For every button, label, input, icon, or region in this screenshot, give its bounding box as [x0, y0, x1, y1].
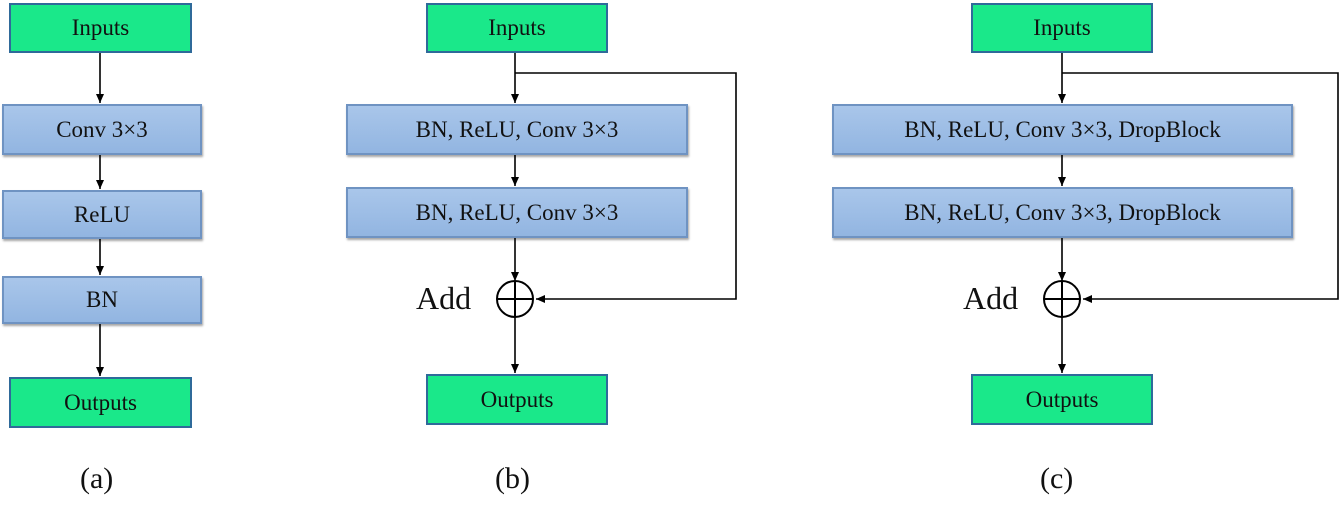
outputs-box-a: Outputs [9, 377, 192, 428]
add-label-b: Add [416, 280, 472, 316]
panel-c-arrows [1043, 53, 1339, 373]
bn-block-a: BN [2, 276, 202, 324]
block1-c: BN, ReLU, Conv 3×3, DropBlock [832, 104, 1293, 155]
outputs-box-b: Outputs [426, 374, 608, 425]
inputs-box-b: Inputs [426, 3, 608, 53]
relu-block-a: ReLU [2, 190, 202, 239]
block2-c: BN, ReLU, Conv 3×3, DropBlock [832, 187, 1293, 238]
inputs-box-c: Inputs [971, 3, 1153, 53]
caption-a: (a) [80, 462, 114, 495]
add-label-c: Add [963, 280, 1019, 316]
inputs-box-a: Inputs [9, 3, 192, 53]
outputs-box-c: Outputs [971, 374, 1153, 425]
block2-b: BN, ReLU, Conv 3×3 [346, 187, 688, 238]
caption-c: (c) [1040, 462, 1074, 495]
skip-connection-c [1062, 72, 1339, 303]
skip-connection-b [515, 72, 737, 303]
panel-b-arrows [496, 53, 737, 373]
caption-b: (b) [495, 462, 530, 495]
block1-b: BN, ReLU, Conv 3×3 [346, 104, 688, 155]
conv-block-a: Conv 3×3 [2, 104, 202, 155]
